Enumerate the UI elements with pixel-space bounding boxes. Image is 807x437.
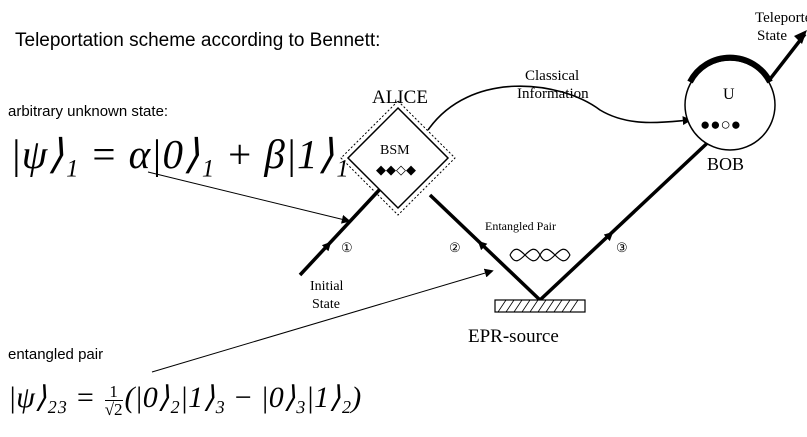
classical-label-line2: Information	[517, 86, 589, 102]
classical-info-curve	[427, 85, 692, 131]
teleported-arrow-head	[794, 30, 807, 44]
photon-3-path	[538, 131, 720, 302]
fraction-numerator: 1	[104, 383, 123, 401]
entangled-state-prefix: |ψ⟩₂₃ =	[8, 381, 103, 414]
initial-state-equation: |ψ⟩₁ = α|0⟩₁ + β|1⟩₁	[10, 131, 350, 177]
pointer-line-entangled	[151, 268, 494, 373]
entangled-wave-2	[509, 248, 571, 262]
arbitrary-state-label: arbitrary unknown state:	[8, 103, 169, 120]
fraction: 1√2	[104, 383, 123, 419]
alice-label: ALICE	[372, 87, 428, 108]
epr-source-label: EPR-source	[468, 326, 559, 347]
photon-2-label: ②	[449, 240, 461, 255]
entangled-pair-label: entangled pair	[8, 346, 104, 363]
entangled-state-suffix: (|0⟩₂|1⟩₃ − |0⟩₃|1⟩₂)	[124, 381, 362, 414]
epr-source-hatching	[497, 299, 579, 313]
bob-label: BOB	[707, 154, 744, 174]
epr-source-block	[494, 299, 586, 313]
photon-3-arrow	[585, 231, 614, 258]
entangled-state-equation: |ψ⟩₂₃ = 1√2(|0⟩₂|1⟩₃ − |0⟩₃|1⟩₂)	[8, 380, 361, 418]
bob-circle-rim	[687, 54, 773, 84]
photon-3-label: ③	[616, 240, 628, 255]
entangled-pair-diagram-label: Entangled Pair	[485, 219, 556, 233]
photon-1-label: ①	[341, 240, 353, 255]
initial-label-line1: Initial	[310, 279, 344, 294]
teleported-label-line2: State	[757, 28, 787, 44]
initial-label-line2: State	[312, 297, 340, 312]
pointer-line-initial	[147, 171, 351, 224]
unitary-label: U	[723, 86, 735, 103]
teleported-label-line1: Teleported	[755, 10, 807, 26]
fraction-denominator: √2	[104, 399, 123, 419]
photon-1-arrow	[303, 241, 332, 272]
bob-symbols: ●●○●	[700, 115, 741, 134]
page-title: Teleportation scheme according to Bennet…	[15, 30, 381, 51]
bsm-symbols: ◆◆◇◆	[376, 162, 416, 177]
classical-label-line1: Classical	[525, 68, 579, 84]
photon-2-arrow	[477, 240, 501, 263]
bsm-diamond-outline	[340, 100, 456, 216]
bsm-diamond	[346, 106, 450, 210]
bsm-label: BSM	[380, 143, 410, 158]
